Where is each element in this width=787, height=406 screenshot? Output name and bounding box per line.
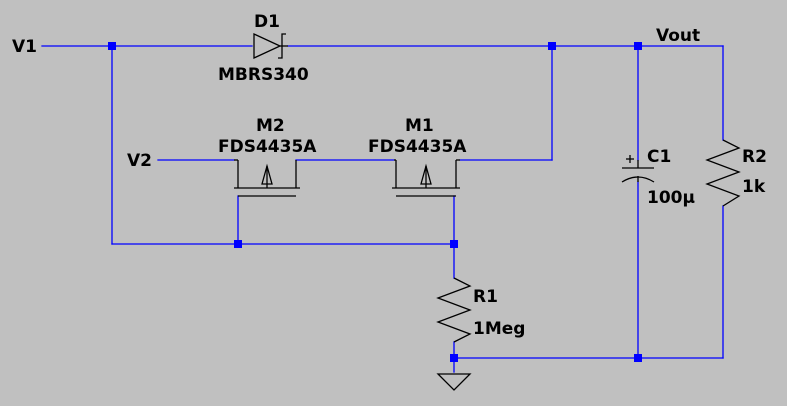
net-label-vout: Vout bbox=[656, 26, 700, 46]
r2-ref-label: R2 bbox=[742, 147, 767, 167]
m1-ref-label: M1 bbox=[405, 116, 434, 136]
mosfet-m1[interactable] bbox=[392, 159, 460, 197]
capacitor-c1[interactable] bbox=[621, 155, 655, 183]
wires bbox=[41, 45, 724, 373]
c1-value-label: 100µ bbox=[647, 188, 695, 208]
r1-value-label: 1Meg bbox=[473, 319, 525, 339]
ground-icon bbox=[436, 373, 472, 391]
resistor-r2[interactable] bbox=[705, 139, 741, 207]
resistor-r1-zigzag bbox=[436, 277, 472, 343]
labels: V1 V2 Vout D1 MBRS340 M2 FDS4435A M1 FDS… bbox=[12, 12, 767, 339]
ground-symbol[interactable] bbox=[436, 373, 472, 391]
m2-ref-label: M2 bbox=[256, 116, 285, 136]
junction-dot bbox=[450, 240, 458, 248]
resistor-r1[interactable] bbox=[436, 277, 472, 343]
c1-ref-label: C1 bbox=[647, 147, 671, 167]
junction-dot bbox=[450, 354, 458, 362]
net-label-v2: V2 bbox=[127, 151, 152, 171]
mosfet-m2-arrow bbox=[261, 163, 273, 185]
r1-ref-label: R1 bbox=[473, 287, 498, 307]
r2-value-label: 1k bbox=[742, 177, 766, 197]
junction-dot bbox=[234, 240, 242, 248]
diode-d1[interactable] bbox=[253, 32, 288, 60]
junction-dot bbox=[634, 42, 642, 50]
m2-value-label: FDS4435A bbox=[218, 137, 317, 157]
mosfet-m2[interactable] bbox=[234, 159, 300, 197]
junction-dot bbox=[634, 354, 642, 362]
diode-d1-body bbox=[253, 32, 282, 60]
resistor-r2-zigzag bbox=[705, 139, 741, 207]
junction-dot bbox=[108, 42, 116, 50]
net-label-v1: V1 bbox=[12, 37, 37, 57]
junctions bbox=[108, 42, 642, 362]
d1-value-label: MBRS340 bbox=[218, 65, 309, 85]
m1-value-label: FDS4435A bbox=[368, 137, 467, 157]
d1-ref-label: D1 bbox=[254, 12, 280, 32]
mosfet-m1-arrow bbox=[420, 163, 432, 185]
junction-dot bbox=[548, 42, 556, 50]
